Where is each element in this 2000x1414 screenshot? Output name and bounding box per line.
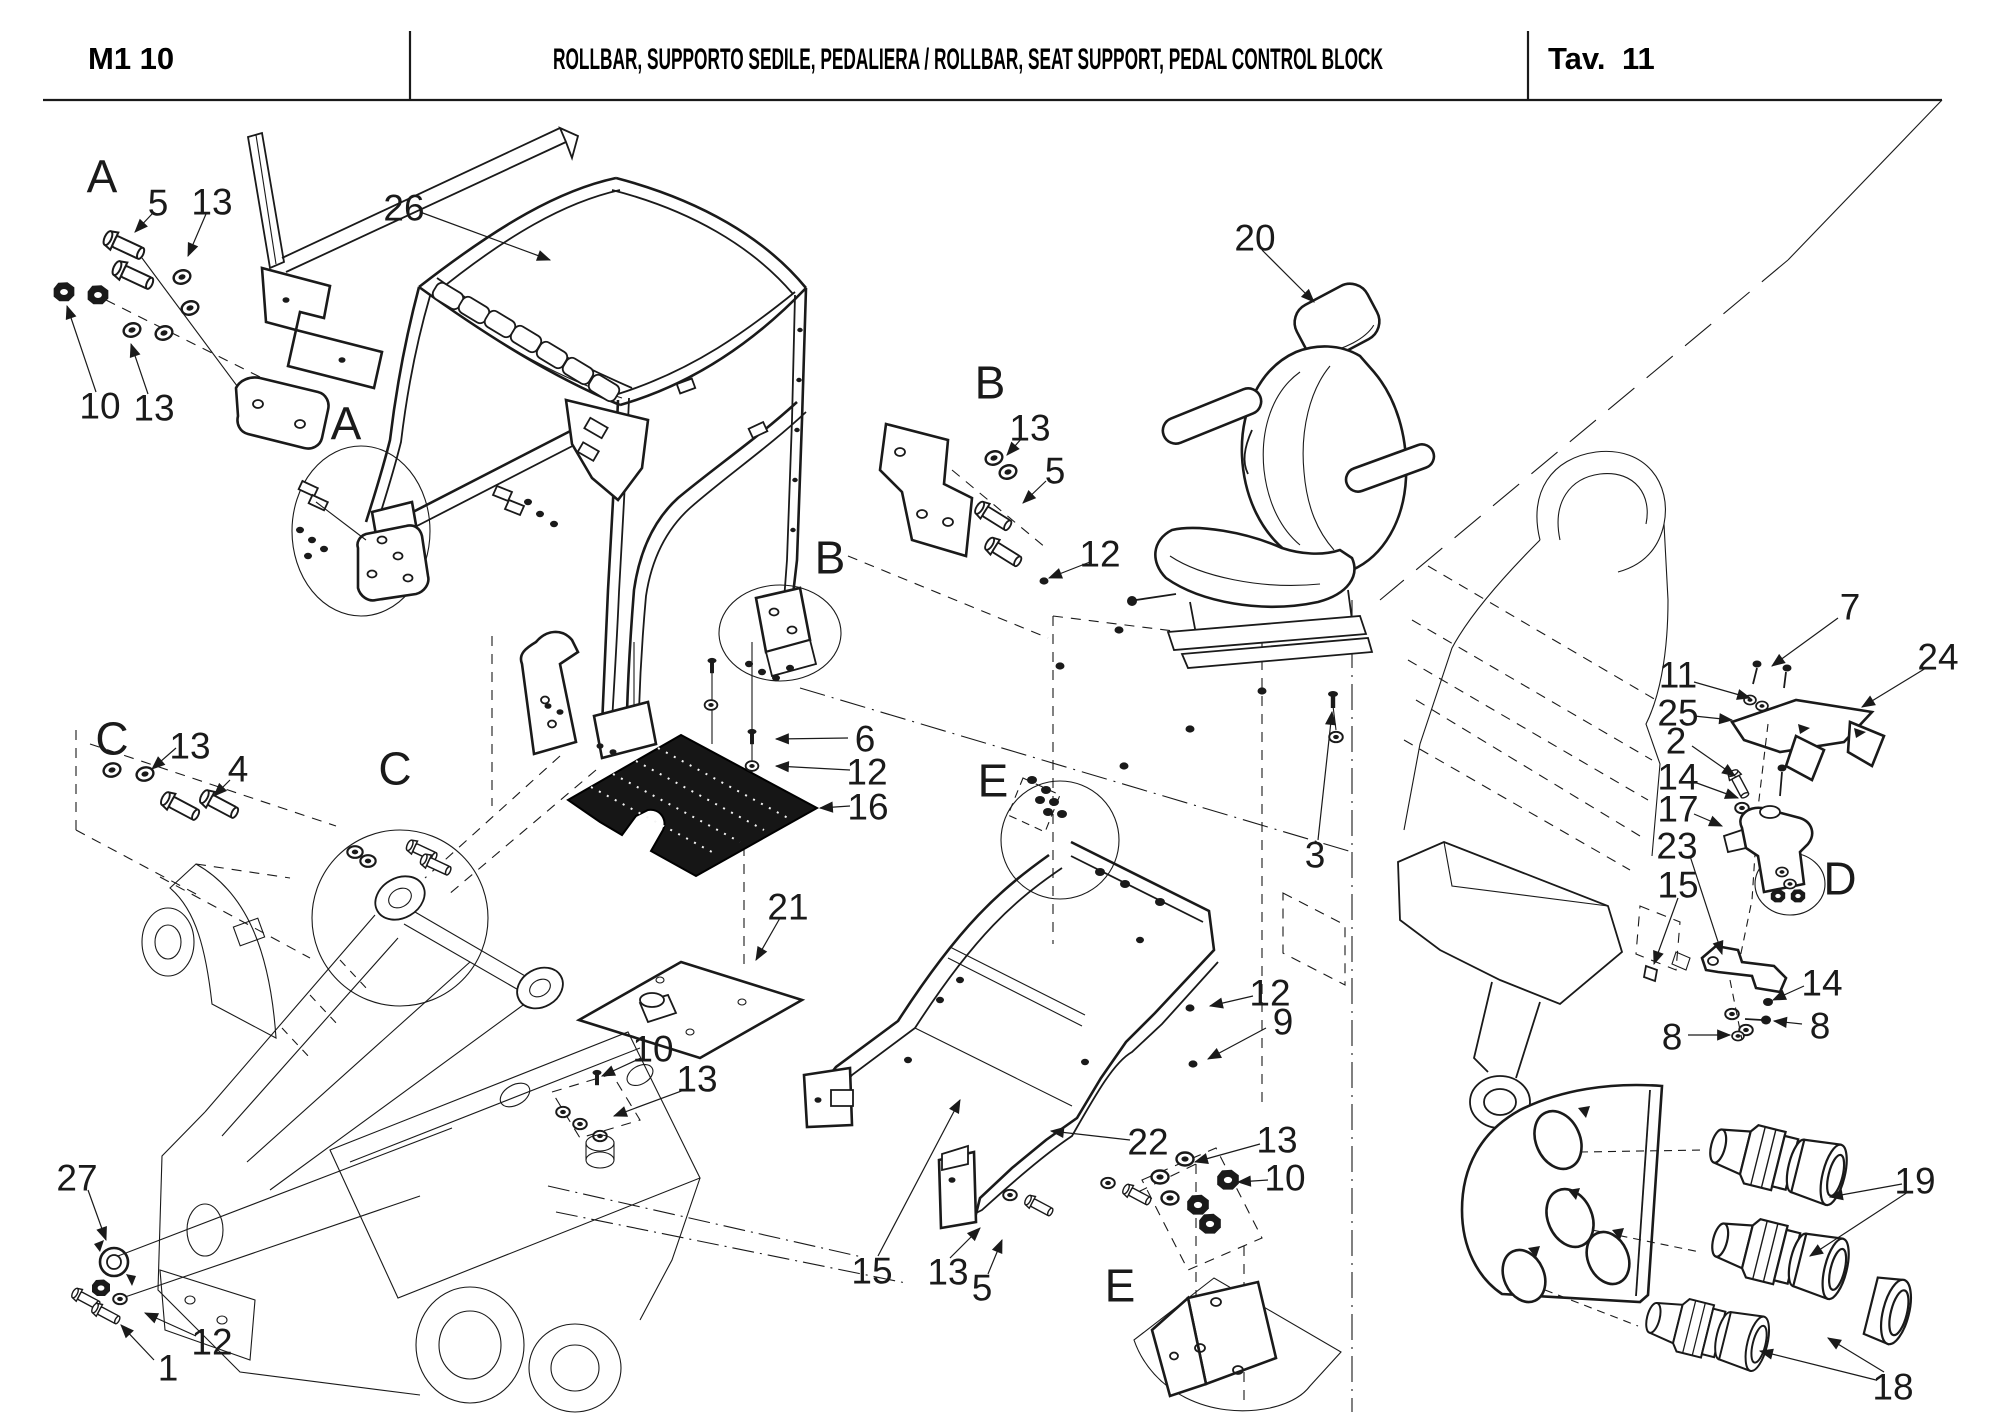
part-label-13: 13	[1256, 1119, 1297, 1160]
detail-letter-A: A	[87, 151, 118, 203]
part-label-13: 13	[191, 181, 232, 222]
part-label-13: 13	[133, 387, 174, 428]
part-label-12: 12	[1249, 972, 1290, 1013]
detail-circle-a	[291, 445, 431, 617]
part-label-18: 18	[1872, 1366, 1913, 1407]
part-label-22: 22	[1127, 1121, 1168, 1162]
part-label-3: 3	[1305, 834, 1326, 875]
part-label-10: 10	[79, 385, 120, 426]
part-label-13: 13	[676, 1058, 717, 1099]
part-label-5: 5	[148, 182, 169, 223]
corner-plate-detail-e	[1133, 1277, 1342, 1412]
part-label-13: 13	[169, 725, 210, 766]
part-label-12: 12	[191, 1321, 232, 1362]
part-label-7: 7	[1840, 586, 1861, 627]
detail-circle-b	[718, 584, 842, 682]
detail-letter-E: E	[1105, 1260, 1136, 1312]
part-label-4: 4	[228, 748, 249, 789]
part-label-25: 25	[1657, 692, 1698, 733]
part-label-2: 2	[1666, 720, 1687, 761]
part-label-14: 14	[1657, 756, 1698, 797]
part-label-19: 19	[1894, 1160, 1935, 1201]
floor-mat-16	[566, 657, 820, 878]
part-label-14: 14	[1801, 962, 1842, 1003]
part-label-12: 12	[846, 751, 887, 792]
header: M1 10 ROLLBAR, SUPPORTO SEDILE, PEDALIER…	[43, 31, 1942, 102]
part-label-16: 16	[847, 786, 888, 827]
detail-letter-E: E	[978, 755, 1009, 807]
sheet-label: Tav.	[1548, 41, 1605, 76]
part-label-13: 13	[1009, 407, 1050, 448]
seat-support-frame-22	[802, 840, 1219, 1230]
detail-letter-D: D	[1823, 853, 1856, 905]
page-title: ROLLBAR, SUPPORTO SEDILE, PEDALIERA / RO…	[553, 43, 1383, 76]
detail-circle-e	[1000, 780, 1120, 900]
sheet-number: 11	[1622, 41, 1655, 76]
detail-letter-B: B	[815, 532, 846, 584]
detail-a-hardware	[296, 479, 367, 560]
part-label-9: 9	[1273, 1001, 1294, 1042]
grommet-27-hardware	[69, 1240, 136, 1328]
mount-bracket-assembly-b	[878, 422, 1049, 585]
chassis-rear-frame	[141, 863, 701, 1413]
part-label-21: 21	[767, 886, 808, 927]
part-label-8: 8	[1662, 1016, 1683, 1057]
part-label-23: 23	[1656, 825, 1697, 866]
rollbar-canopy	[356, 176, 818, 760]
construction-lines	[75, 99, 1943, 1412]
part-label-20: 20	[1234, 217, 1275, 258]
part-label-17: 17	[1657, 788, 1698, 829]
pedal-plate	[1460, 1083, 1705, 1327]
detail-letter-B: B	[975, 357, 1006, 409]
part-label-15: 15	[1657, 864, 1698, 905]
detail-letter-A: A	[331, 398, 362, 450]
part-label-26: 26	[383, 187, 424, 228]
part-label-11: 11	[1659, 654, 1697, 695]
part-label-13: 13	[927, 1251, 968, 1292]
part-label-6: 6	[855, 718, 876, 759]
part-label-12: 12	[1079, 533, 1120, 574]
part-label-24: 24	[1917, 636, 1958, 677]
detail-letter-C: C	[95, 713, 128, 765]
canopy-vents	[431, 281, 621, 403]
part-label-1: 1	[158, 1347, 179, 1388]
operator-seat	[1127, 282, 1436, 669]
part-label-8: 8	[1810, 1005, 1831, 1046]
detail-letter-C: C	[378, 743, 411, 795]
support-plate-21	[575, 960, 806, 1060]
model-code: M1 10	[88, 41, 174, 76]
detail-circle-c	[311, 829, 489, 1007]
part-label-5: 5	[1045, 450, 1066, 491]
mount-bracket-assembly-a	[53, 126, 580, 450]
part-label-10: 10	[632, 1028, 673, 1069]
part-label-27: 27	[56, 1157, 97, 1198]
part-label-5: 5	[972, 1267, 993, 1308]
leader-lines	[65, 211, 1927, 1381]
part-label-15: 15	[851, 1250, 892, 1291]
part-label-10: 10	[1264, 1157, 1305, 1198]
